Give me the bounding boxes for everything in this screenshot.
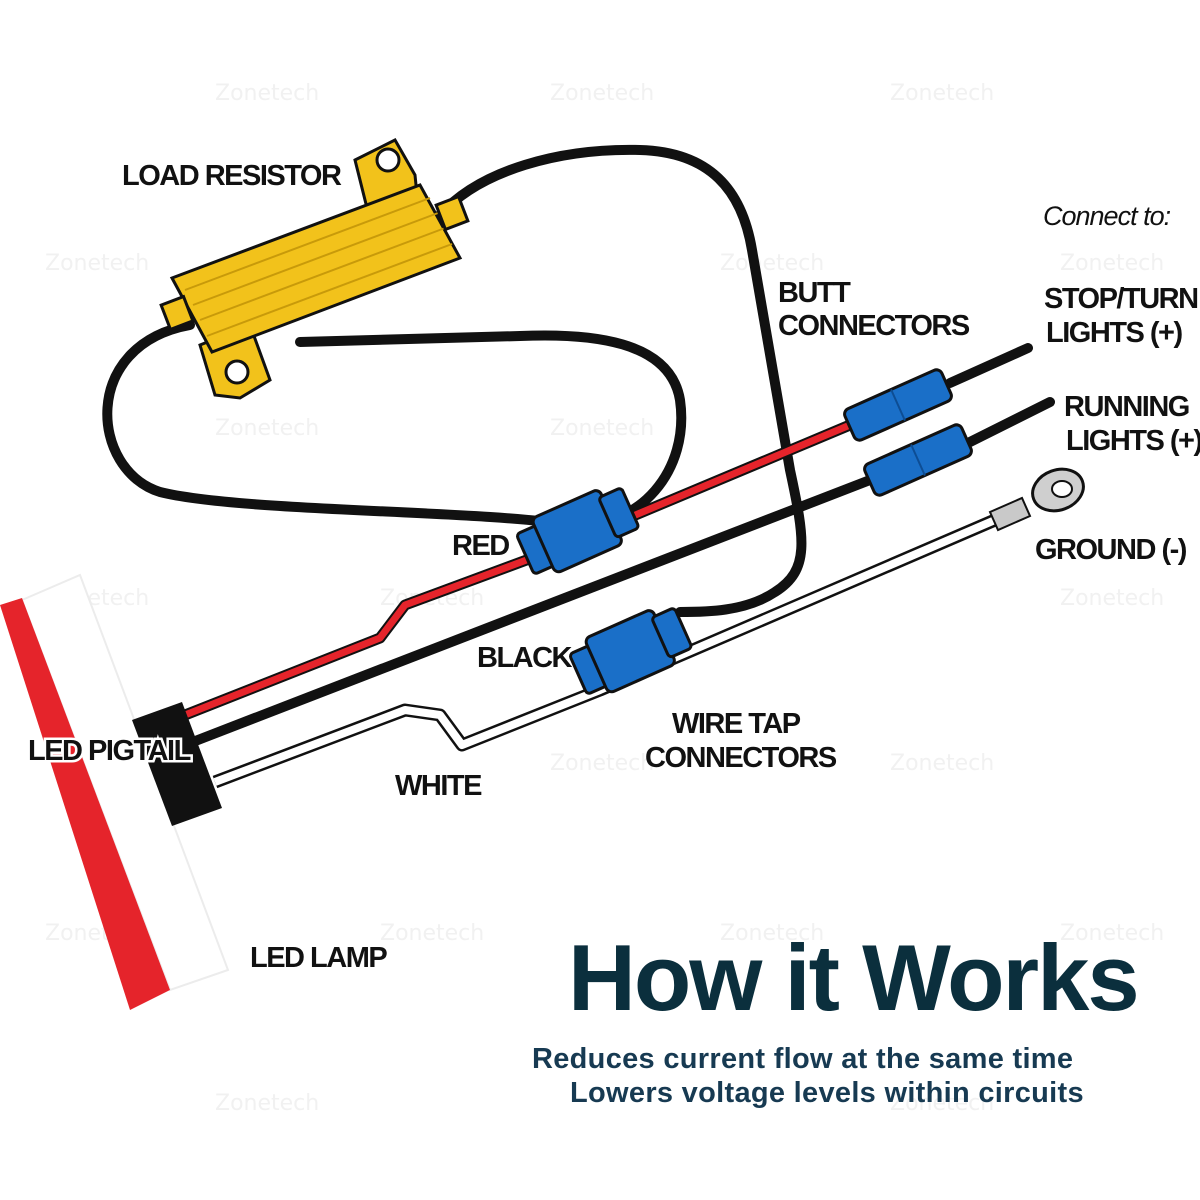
stop-turn-label-1: STOP/TURN [1044,283,1198,315]
red-wire-core [183,421,852,719]
wire-tap-label-1: WIRE TAP [672,708,801,740]
resistor-feed-wire [435,144,807,617]
watermark: Zonetech [380,921,484,946]
ground-ring-terminal [988,467,1085,532]
watermark: Zonetech [1060,921,1164,946]
butt-connectors-label-1: BUTT [778,277,851,309]
butt-connector-stop [843,368,953,442]
watermark: Zonetech [550,751,654,776]
connect-to-label: Connect to: [1043,201,1171,231]
led-pigtail-block [132,702,222,826]
black-wire-label: BLACK [477,642,573,674]
watermark: Zonetech [45,251,149,276]
watermark: Zonetech [720,251,824,276]
led-pigtail-label: LED PIGTAIL [28,735,191,767]
stop-turn-lead [945,343,1033,388]
watermark: Zonetech [550,81,654,106]
ground-label: GROUND (-) [1035,534,1187,566]
load-resistor-label: LOAD RESISTOR [122,160,342,192]
led-lamp [0,573,230,1010]
subtitle-line-1: Reduces current flow at the same time [532,1043,1073,1075]
watermark: Zonetech [1060,586,1164,611]
watermark: Zonetech [550,416,654,441]
watermark: Zonetech [890,1091,994,1116]
running-lights-label-2: LIGHTS (+) [1066,425,1200,457]
butt-connector-running [863,423,973,497]
subtitle-line-2: Lowers voltage levels within circuits [570,1077,1084,1109]
watermark: Zonetech [890,81,994,106]
watermark: Zonetech [215,1091,319,1116]
resistor-loop-wire [102,320,687,531]
wire-tap-connector-red [516,487,640,575]
page-title: How it Works [568,925,1138,1030]
watermark: Zonetech [215,81,319,106]
black-wire [183,475,872,750]
watermark: Zonetech [1060,251,1164,276]
load-resistor [159,138,470,400]
stop-turn-label-2: LIGHTS (+) [1046,317,1182,349]
led-lamp-label: LED LAMP [250,942,387,974]
watermark: Zonetech [215,416,319,441]
led-lamp-red [0,598,170,1010]
wire-tap-label-2: CONNECTORS [645,742,837,774]
running-lead [965,397,1055,447]
white-wire-label: WHITE [395,770,482,802]
red-wire-label: RED [452,530,509,562]
watermark: Zonetech [890,751,994,776]
running-lights-label-1: RUNNING [1064,391,1189,423]
wire-tap-connector-white [569,607,693,695]
butt-connectors-label-2: CONNECTORS [778,310,970,342]
watermark: Zonetech [720,921,824,946]
